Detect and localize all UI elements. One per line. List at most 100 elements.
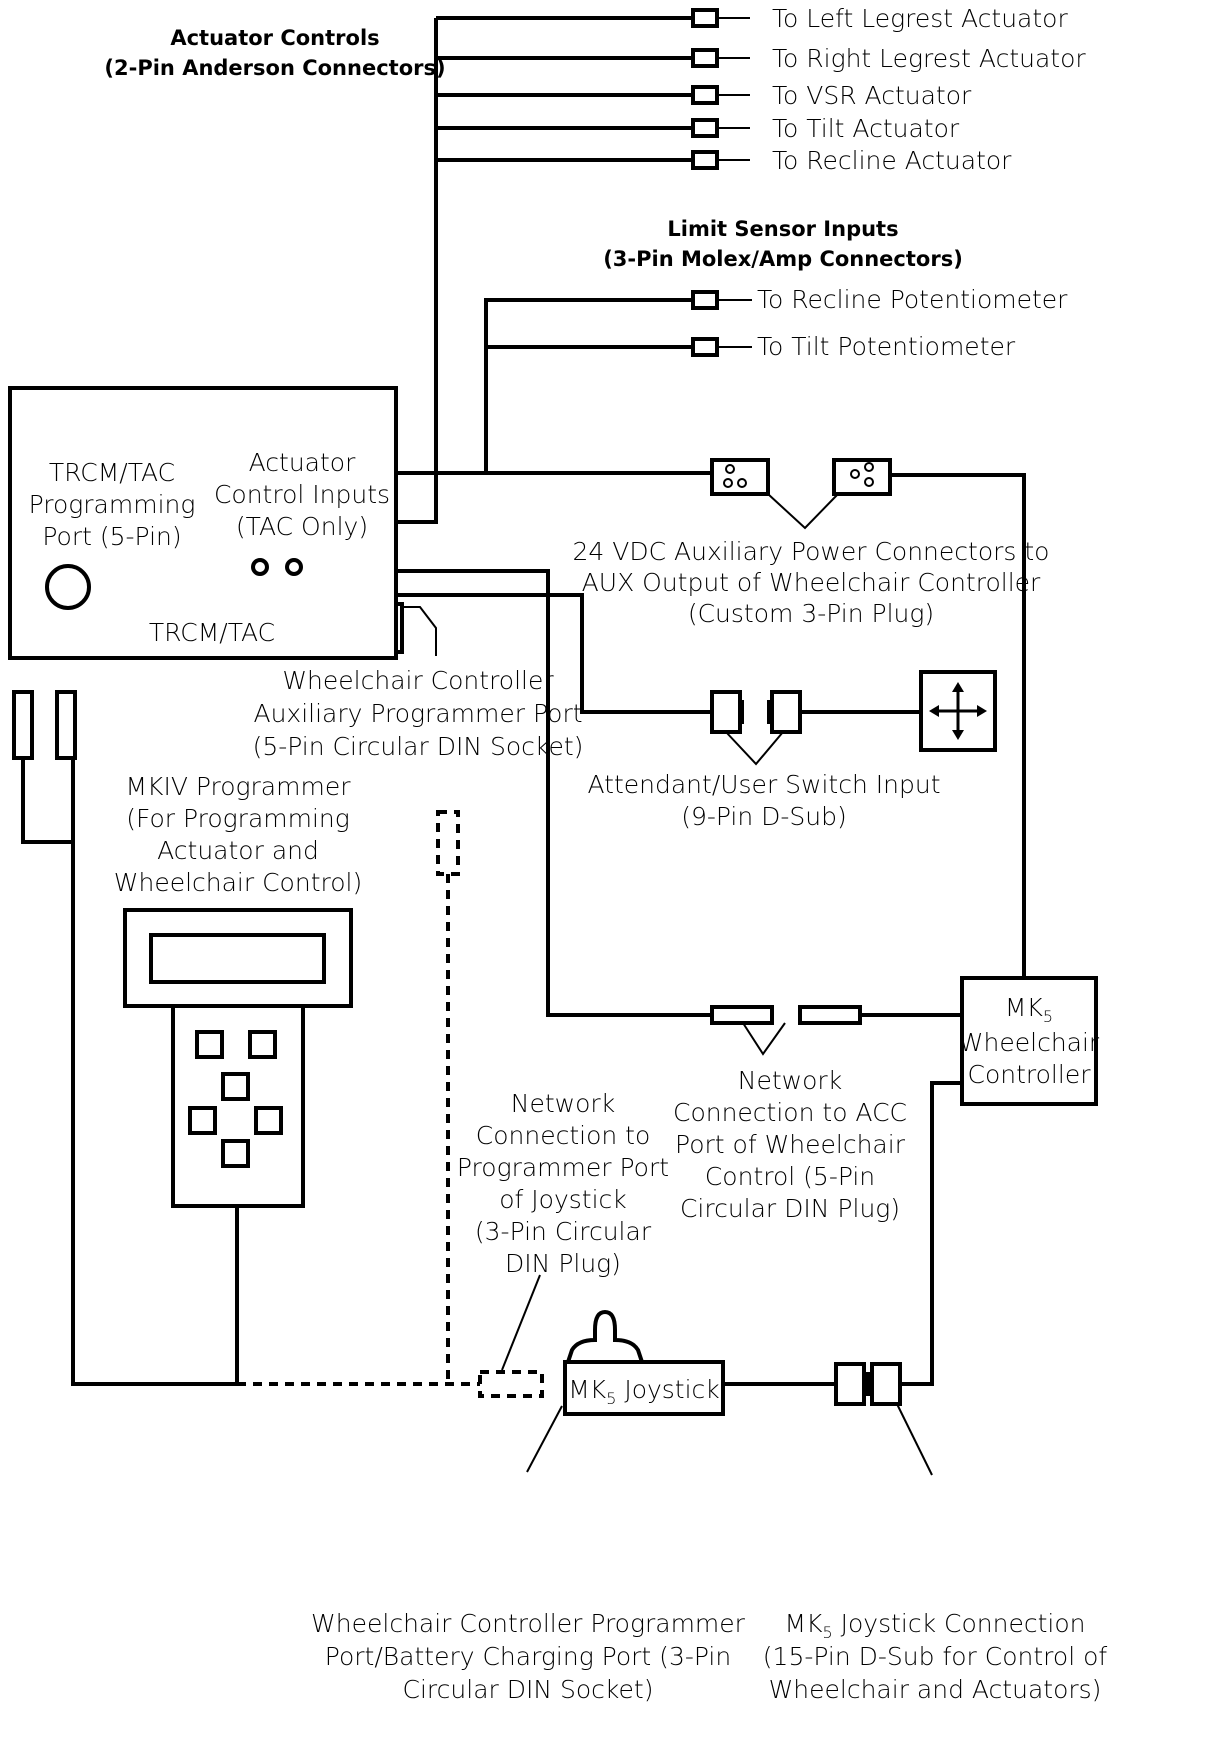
joystick-prog-label-5: (3-Pin Circular bbox=[475, 1217, 652, 1246]
pin bbox=[723, 478, 733, 488]
aux-power-label-1: 24 VDC Auxiliary Power Connectors to bbox=[573, 537, 1050, 566]
four-way-arrow-icon bbox=[929, 682, 987, 740]
joystick-prog-label-6: DIN Plug) bbox=[505, 1249, 621, 1278]
controller-label-3: Controller bbox=[968, 1060, 1092, 1089]
acc-label-5: Circular DIN Plug) bbox=[680, 1194, 900, 1223]
anderson-connector bbox=[691, 85, 719, 105]
output-vsr: To VSR Actuator bbox=[772, 81, 972, 110]
anderson-connector bbox=[691, 8, 719, 28]
din-plug bbox=[710, 1005, 774, 1025]
trcm-tac-box bbox=[8, 386, 398, 660]
programmer-label-2: (For Programming bbox=[126, 804, 350, 833]
programmer-key bbox=[254, 1106, 283, 1135]
acc-label-4: Control (5-Pin bbox=[705, 1162, 875, 1191]
programmer-label-4: Wheelchair Control) bbox=[114, 868, 362, 897]
pin bbox=[850, 469, 860, 479]
aux-power-label-2: AUX Output of Wheelchair Controller bbox=[582, 568, 1041, 597]
charge-port-label-3: Circular DIN Socket) bbox=[403, 1675, 654, 1704]
aux-power-label-3: (Custom 3-Pin Plug) bbox=[688, 599, 934, 628]
switch-label-1: Attendant/User Switch Input bbox=[587, 770, 940, 799]
joystick-dsub-plug bbox=[834, 1362, 866, 1406]
programmer-wiring bbox=[12, 690, 480, 1386]
joystick-prog-port-wiring bbox=[436, 810, 544, 1398]
actuator-input-jack bbox=[251, 558, 269, 576]
joystick-prog-label-3: Programmer Port bbox=[457, 1153, 669, 1182]
controller-label-1: MK5 bbox=[1005, 993, 1053, 1026]
joystick-prog-label-2: Connection to bbox=[476, 1121, 651, 1150]
acc-network-wiring bbox=[396, 569, 962, 1056]
joystick-suffix: Joystick bbox=[616, 1375, 719, 1404]
joystick-conn-label-3: Wheelchair and Actuators) bbox=[769, 1675, 1102, 1704]
joystick-prog-label-1: Network bbox=[511, 1089, 615, 1118]
pin bbox=[864, 462, 874, 472]
dsub-plug bbox=[710, 690, 742, 734]
trcm-prog-port-label-2: Programming bbox=[29, 490, 196, 519]
joystick-conn-label-2: (15-Pin D-Sub for Control of bbox=[763, 1642, 1108, 1671]
joystick-knob-icon bbox=[566, 1309, 644, 1363]
aux-port-label-2: Auxiliary Programmer Port bbox=[253, 699, 582, 728]
anderson-connector bbox=[691, 118, 719, 138]
output-right-legrest: To Right Legrest Actuator bbox=[772, 44, 1086, 73]
actuator-controls-title: Actuator Controls bbox=[170, 26, 379, 50]
programmer-plug bbox=[55, 690, 77, 760]
joystick-box bbox=[563, 1360, 725, 1416]
anderson-connector bbox=[691, 48, 719, 68]
programmer-plug bbox=[12, 690, 34, 760]
programmer-label-1: MKIV Programmer bbox=[125, 772, 351, 801]
actuator-input-jack bbox=[285, 558, 303, 576]
output-recline: To Recline Actuator bbox=[772, 146, 1012, 175]
trcm-prog-port-label-1: TRCM/TAC bbox=[49, 458, 175, 487]
switch-wiring bbox=[396, 593, 997, 766]
programmer-key bbox=[248, 1030, 277, 1059]
controller-mk: MK bbox=[1005, 993, 1044, 1022]
controller-label-2: Wheelchair bbox=[959, 1028, 1100, 1057]
aux-power-plug bbox=[710, 458, 770, 496]
joystick-conn-mk: MK bbox=[785, 1609, 824, 1638]
joystick-mk: MK bbox=[568, 1375, 607, 1404]
dashed-plug bbox=[436, 810, 460, 876]
trcm-name: TRCM/TAC bbox=[149, 618, 275, 647]
molex-connector bbox=[691, 337, 719, 357]
aux-programmer-port bbox=[394, 602, 404, 654]
dsub-shell bbox=[738, 700, 744, 724]
joystick-prog-label-4: of Joystick bbox=[499, 1185, 627, 1214]
actuator-inputs-label-2: Control Inputs bbox=[214, 480, 390, 509]
aux-power-socket bbox=[832, 458, 892, 496]
trcm-tac-module bbox=[8, 386, 437, 660]
acc-label-1: Network bbox=[738, 1066, 842, 1095]
joystick-label: MK5 Joystick bbox=[568, 1375, 720, 1408]
dsub-shell bbox=[767, 700, 773, 724]
aux-power-wiring bbox=[486, 458, 1026, 978]
programmer-key bbox=[221, 1072, 250, 1101]
pin bbox=[725, 464, 735, 474]
acc-label-2: Connection to ACC bbox=[673, 1098, 907, 1127]
pin bbox=[737, 478, 747, 488]
joystick-dsub-socket bbox=[870, 1362, 902, 1406]
output-tilt-pot: To Tilt Potentiometer bbox=[757, 332, 1016, 361]
pin bbox=[864, 477, 874, 487]
wheelchair-controller-box bbox=[960, 976, 1098, 1106]
switch-label-2: (9-Pin D-Sub) bbox=[681, 802, 847, 831]
programmer-key bbox=[188, 1106, 217, 1135]
molex-connector bbox=[691, 290, 719, 310]
mk5-joystick bbox=[526, 1081, 962, 1476]
din-socket bbox=[798, 1005, 862, 1025]
joystick-conn-sub: 5 bbox=[822, 1623, 832, 1642]
actuator-inputs-label-1: Actuator bbox=[249, 448, 356, 477]
actuator-inputs-label-3: (TAC Only) bbox=[236, 512, 368, 541]
joystick-sub: 5 bbox=[606, 1389, 616, 1408]
programmer-display bbox=[149, 933, 326, 984]
charge-port-label-1: Wheelchair Controller Programmer bbox=[311, 1609, 746, 1638]
aux-port-label-1: Wheelchair Controller bbox=[282, 666, 554, 695]
programmer-label-3: Actuator and bbox=[157, 836, 319, 865]
actuator-controls-subtitle: (2-Pin Anderson Connectors) bbox=[104, 56, 445, 80]
dsub-socket bbox=[770, 690, 802, 734]
dashed-din-plug bbox=[478, 1370, 544, 1398]
output-left-legrest: To Left Legrest Actuator bbox=[772, 4, 1068, 33]
joystick-conn-suffix: Joystick Connection bbox=[833, 1609, 1086, 1638]
actuator-control-wiring bbox=[396, 8, 750, 524]
output-recline-pot: To Recline Potentiometer bbox=[757, 285, 1068, 314]
limit-sensors-subtitle: (3-Pin Molex/Amp Connectors) bbox=[603, 247, 963, 271]
